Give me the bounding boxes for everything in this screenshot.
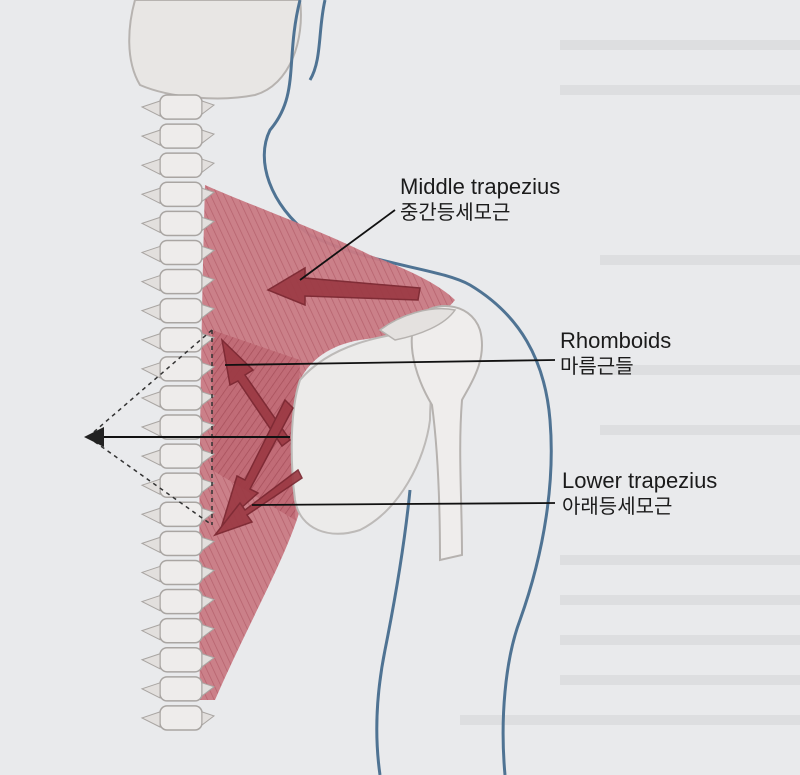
vertebra	[159, 210, 203, 237]
vertebra-process	[140, 274, 216, 292]
vertebra-process	[140, 129, 216, 146]
vertebra	[159, 559, 203, 586]
label-middle-trapezius-en: Middle trapezius	[400, 174, 561, 199]
vertebra-process	[140, 711, 216, 728]
vertebra-process	[140, 100, 216, 117]
label-rhomboids: Rhomboids 마름근들	[560, 328, 671, 378]
vertebra	[159, 181, 203, 208]
vertebra	[159, 152, 203, 179]
label-middle-trapezius-ko: 중간등세모근	[400, 200, 511, 225]
vertebra-process	[140, 507, 216, 525]
vertebra	[159, 239, 203, 266]
vertebra	[159, 501, 203, 528]
vertebra	[159, 94, 203, 120]
label-lower-trapezius: Lower trapezius 아래등세모근	[562, 468, 717, 518]
vertebra	[159, 414, 203, 440]
leader-lines	[224, 209, 556, 506]
vertebra	[159, 705, 203, 731]
muscle-action-arrows	[212, 266, 421, 537]
vertebra-process	[140, 158, 216, 176]
vertebra-process	[140, 565, 216, 583]
vertebra-process	[140, 682, 216, 699]
vertebra-process	[140, 420, 216, 437]
background-paper-lines	[460, 40, 800, 725]
vertebra	[159, 530, 203, 557]
vertebra-process	[140, 391, 216, 408]
vertebra-process	[140, 478, 216, 496]
vertebra-process	[140, 362, 216, 379]
vertebra-process	[140, 653, 216, 670]
vertebra	[159, 588, 203, 615]
vertebra-process	[140, 536, 216, 554]
body-outline	[262, 0, 553, 775]
label-lower-trapezius-en: Lower trapezius	[562, 468, 718, 493]
vertebra	[159, 326, 203, 353]
vertebra-process	[140, 594, 216, 612]
vertebra-process	[140, 449, 216, 466]
lower-trapezius-arrow	[212, 468, 303, 537]
label-rhomboids-en: Rhomboids	[560, 328, 672, 353]
vertebra-process	[140, 245, 216, 263]
vertebral-column	[140, 94, 216, 731]
label-middle-trapezius: Middle trapezius 중간등세모근	[400, 174, 560, 224]
vertebra	[159, 443, 203, 469]
vertebra	[159, 676, 203, 702]
humerus	[410, 305, 483, 562]
acromion	[378, 307, 457, 341]
skull	[128, 0, 302, 100]
trapezius-muscle	[199, 185, 455, 700]
vertebra-process	[140, 623, 216, 641]
vertebra	[159, 617, 203, 644]
vertebra	[159, 646, 203, 673]
vertebra-process	[140, 333, 216, 350]
vertebra-process	[140, 303, 216, 321]
vertebra-process	[140, 216, 216, 234]
label-rhomboids-ko: 마름근들	[560, 354, 634, 379]
label-lower-trapezius-ko: 아래등세모근	[562, 494, 673, 519]
vertebra-process	[140, 187, 216, 205]
dashed-triangle	[87, 329, 213, 526]
vertebra	[159, 472, 203, 499]
vertebra	[159, 268, 203, 295]
vertebra	[159, 297, 203, 324]
vertebra	[159, 385, 203, 411]
vertebra	[159, 123, 203, 149]
